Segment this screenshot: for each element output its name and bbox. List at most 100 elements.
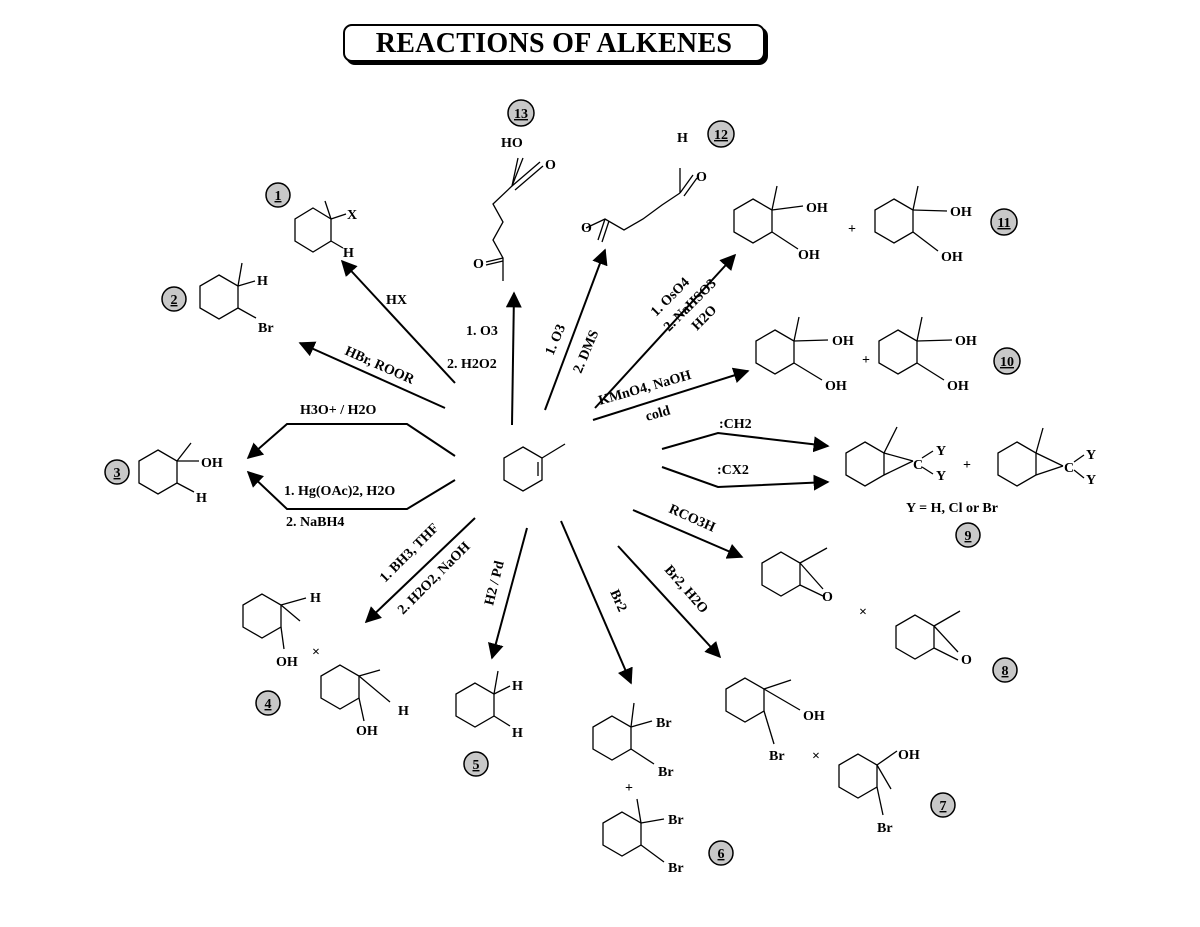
atom-oh: OH xyxy=(803,709,825,724)
badge-2: 2 xyxy=(161,286,187,312)
product-11: OH OH + OH OH xyxy=(733,185,972,265)
atom-h: H xyxy=(257,274,268,289)
atom-y: Y xyxy=(936,444,946,459)
reagent-ch2: :CH2 xyxy=(719,417,752,432)
atom-oh: OH xyxy=(941,250,963,265)
arrow-10 xyxy=(592,367,750,421)
product-1: X H xyxy=(294,200,357,261)
reagent-nabh4: 2. NaBH4 xyxy=(286,515,344,530)
title-box: REACTIONS OF ALKENES xyxy=(343,24,765,62)
atom-c: C xyxy=(913,458,923,473)
badge-12: 12 xyxy=(707,120,735,148)
product-7: OH Br × OH Br xyxy=(725,677,920,836)
arrow-3-top xyxy=(246,423,456,460)
atom-o: O xyxy=(473,257,484,272)
atom-oh: OH xyxy=(201,456,223,471)
atom-x: X xyxy=(347,208,357,223)
atom-h: H xyxy=(398,704,409,719)
atom-y: Y xyxy=(1086,448,1096,463)
atom-o: O xyxy=(822,590,833,605)
product-12: H O O xyxy=(581,131,707,243)
plus-sign: + xyxy=(963,458,971,473)
atom-oh: OH xyxy=(955,334,977,349)
plus-sign: + xyxy=(625,781,633,796)
arrow-7 xyxy=(617,545,722,659)
atom-br: Br xyxy=(656,716,672,731)
product-6: Br Br + Br Br xyxy=(592,702,684,876)
badge-6: 6 xyxy=(708,840,734,866)
svg-text:6: 6 xyxy=(718,847,725,862)
svg-text:1: 1 xyxy=(275,189,282,204)
reagent-cold: cold xyxy=(644,404,672,425)
svg-text:2: 2 xyxy=(171,293,178,308)
badge-8: 8 xyxy=(992,657,1018,683)
reagent-o3-13: 1. O3 xyxy=(466,324,498,339)
product-8: O × O xyxy=(761,547,972,668)
plus-sign: + xyxy=(848,222,856,237)
atom-br: Br xyxy=(668,861,684,876)
reagent-h3o: H3O+ / H2O xyxy=(300,403,377,418)
product-13: HO O O xyxy=(473,136,556,281)
svg-text:12: 12 xyxy=(714,128,728,143)
reagent-cx2: :CX2 xyxy=(717,463,749,478)
badge-4: 4 xyxy=(255,690,281,716)
atom-br: Br xyxy=(877,821,893,836)
atom-ho: HO xyxy=(501,136,523,151)
reagent-br2-h2o: Br2, H2O xyxy=(661,563,711,617)
arrow-9-top xyxy=(661,431,830,453)
badge-7: 7 xyxy=(930,792,956,818)
atom-oh: OH xyxy=(947,379,969,394)
svg-text:7: 7 xyxy=(940,799,947,814)
atom-br: Br xyxy=(258,321,274,336)
svg-text:10: 10 xyxy=(1000,355,1014,370)
product-5: H H xyxy=(455,670,523,741)
multiply-sign: × xyxy=(312,645,320,660)
badge-11: 11 xyxy=(990,208,1018,236)
svg-text:13: 13 xyxy=(514,107,528,122)
reagent-dms: 2. DMS xyxy=(571,328,603,376)
arrow-5 xyxy=(488,527,528,660)
arrow-2 xyxy=(298,341,446,409)
atom-h: H xyxy=(512,679,523,694)
product-4: H OH × H OH xyxy=(242,591,409,739)
atom-br: Br xyxy=(769,749,785,764)
atom-oh: OH xyxy=(806,201,828,216)
atom-oh: OH xyxy=(832,334,854,349)
atom-y: Y xyxy=(1086,473,1096,488)
reagent-hg: 1. Hg(OAc)2, H2O xyxy=(284,484,395,499)
svg-text:3: 3 xyxy=(114,466,121,481)
product-2: H Br xyxy=(199,262,274,336)
multiply-sign: × xyxy=(859,605,867,620)
atom-o: O xyxy=(961,653,972,668)
svg-text:9: 9 xyxy=(965,529,972,544)
arrow-13 xyxy=(505,291,522,426)
substituent-note: Y = H, Cl or Br xyxy=(906,501,998,516)
atom-oh: OH xyxy=(356,724,378,739)
atom-h: H xyxy=(196,491,207,506)
product-10: OH OH + OH OH xyxy=(755,316,977,394)
atom-h: H xyxy=(310,591,321,606)
page-title: REACTIONS OF ALKENES xyxy=(375,28,733,59)
badge-10: 10 xyxy=(993,347,1021,375)
arrow-6 xyxy=(560,520,633,685)
reagent-h2-pd: H2 / Pd xyxy=(482,559,508,607)
arrow-9-bottom xyxy=(661,466,830,491)
reagent-br2: Br2 xyxy=(606,588,629,615)
atom-y: Y xyxy=(936,469,946,484)
atom-h: H xyxy=(343,246,354,261)
atom-br: Br xyxy=(658,765,674,780)
atom-oh: OH xyxy=(276,655,298,670)
arrow-12 xyxy=(544,248,608,411)
badge-3: 3 xyxy=(104,459,130,485)
atom-h: H xyxy=(677,131,688,146)
badge-13: 13 xyxy=(507,99,535,127)
atom-o: O xyxy=(696,170,707,185)
reagent-o3-12: 1. O3 xyxy=(543,322,569,357)
arrow-11 xyxy=(594,253,737,409)
product-9: C Y Y + C Y Y Y = H, Cl or Br xyxy=(845,426,1096,516)
arrow-3-bottom xyxy=(246,470,456,510)
arrow-1 xyxy=(340,259,456,384)
svg-text:11: 11 xyxy=(997,216,1010,231)
product-3: OH H xyxy=(138,442,223,506)
